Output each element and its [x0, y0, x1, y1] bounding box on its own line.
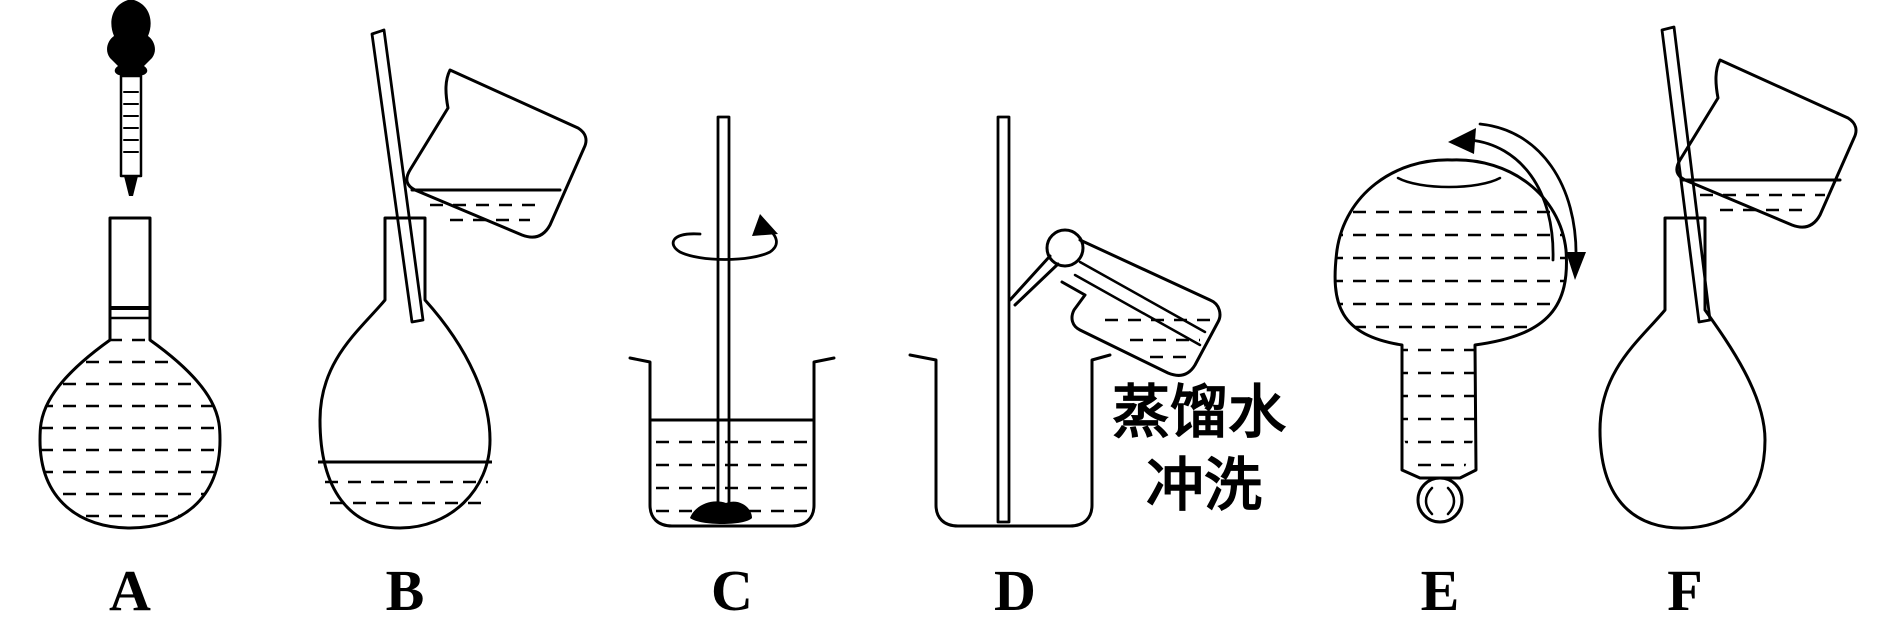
label-a: A [109, 558, 151, 623]
label-b: B [386, 558, 425, 623]
volumetric-flask-b [318, 216, 492, 530]
panel-d: 蒸馏水 冲洗 D [908, 115, 1287, 623]
volumetric-flask-f [1598, 216, 1767, 530]
glass-rod-c [716, 115, 731, 514]
volumetric-flask-a [38, 216, 222, 530]
beaker-pouring-b [405, 68, 588, 239]
inverted-flask-e [1333, 158, 1568, 524]
beaker-pouring-f [1675, 58, 1858, 229]
glass-rod-f [1660, 25, 1712, 324]
glass-rod-d [996, 115, 1011, 524]
annotation-distilled-water: 蒸馏水 [1112, 378, 1287, 446]
panel-b: B [318, 28, 588, 623]
label-d: D [994, 558, 1036, 623]
label-f: F [1667, 558, 1702, 623]
liquid-a [40, 338, 220, 518]
panel-e: E [1333, 122, 1586, 623]
liquid-e [1335, 210, 1567, 467]
shake-arrows-icon [1448, 122, 1586, 280]
rotation-arrow-icon [671, 214, 778, 261]
beaker-d [908, 353, 1112, 528]
wash-bottle-icon [1008, 228, 1222, 377]
label-e: E [1421, 558, 1460, 623]
annotation-rinse: 冲洗 [1146, 451, 1262, 519]
panel-c: C [628, 115, 836, 623]
panel-f: F [1598, 25, 1858, 623]
label-c: C [711, 558, 753, 623]
dropper-icon [107, 0, 155, 196]
panel-a: A [38, 0, 222, 623]
glass-rod-b [370, 28, 425, 324]
beaker-c [628, 356, 836, 528]
